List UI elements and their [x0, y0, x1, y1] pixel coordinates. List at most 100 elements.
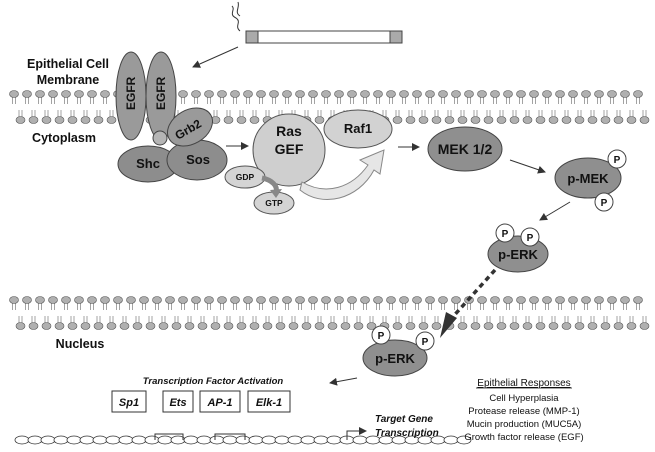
mek-label: MEK 1/2 [438, 141, 493, 157]
lipid-head [464, 90, 474, 98]
dna-segment [209, 435, 225, 445]
lipid-head [93, 322, 104, 330]
perk-cyto-phospho-1 [495, 223, 515, 243]
lipid-head [509, 116, 520, 124]
lipid-head [197, 322, 208, 330]
pmek-to-perk-arrow [539, 201, 571, 221]
lipid-head [347, 296, 357, 304]
membrane-label-line2: Membrane [37, 73, 100, 87]
dna-segment [183, 435, 199, 445]
lipid-head [74, 296, 84, 304]
tf-box [199, 390, 241, 413]
lipid-head [15, 116, 26, 124]
dna-segment [118, 435, 134, 445]
perk-nuc-phospho-1 [371, 325, 391, 345]
dna-segment [53, 435, 69, 445]
ras-gef-label-line2: GEF [275, 141, 304, 157]
stimulus-bar [231, 1, 403, 44]
lipid-head [613, 322, 624, 330]
dna-segment [92, 435, 108, 445]
response-item: Growth factor release (EGF) [464, 432, 583, 443]
lipid-head [451, 90, 461, 98]
lipid-head [490, 90, 500, 98]
lipid-head [366, 322, 377, 330]
tf-label: AP-1 [206, 397, 232, 409]
lipid-head [256, 90, 266, 98]
lipid-head [61, 90, 71, 98]
lipid-head [178, 296, 188, 304]
lipid-head [607, 90, 617, 98]
cytoplasm-label: Cytoplasm [32, 131, 96, 145]
lipid-head [496, 116, 507, 124]
dna-segment [105, 435, 121, 445]
lipid-head [620, 90, 630, 98]
pmek-phospho-2-label: P [601, 198, 608, 209]
lipid-head [600, 322, 611, 330]
lipid-head [152, 296, 162, 304]
lipid-head [249, 116, 260, 124]
dna-segment [79, 435, 95, 445]
lipid-head [438, 296, 448, 304]
dna-segment [443, 435, 459, 445]
lipid-head [158, 322, 169, 330]
nuclear-membrane [9, 296, 650, 330]
gdp-label: GDP [236, 172, 255, 182]
promoter-site-2 [214, 433, 246, 440]
egfr-left-label: EGFR [124, 76, 138, 110]
lipid-head [425, 296, 435, 304]
gdp-gtp-exchange-arrowhead [270, 189, 282, 198]
lipid-head [542, 90, 552, 98]
lipid-head [35, 90, 45, 98]
lipid-head [353, 322, 364, 330]
dna-segment [131, 435, 147, 445]
lipid-head [54, 322, 65, 330]
tf-box [247, 390, 291, 413]
lipid-head [594, 296, 604, 304]
lipid-head [483, 116, 494, 124]
lipid-head [28, 116, 39, 124]
gtp-label: GTP [265, 198, 283, 208]
lipid-head [113, 296, 123, 304]
perk-cyto-phospho-2 [520, 227, 540, 247]
lipid-head [204, 296, 214, 304]
lipid-head [451, 296, 461, 304]
lipid-head [438, 90, 448, 98]
lipid-head [334, 296, 344, 304]
lipid-head [425, 90, 435, 98]
lipid-head [431, 116, 442, 124]
tf-activation-title: Transcription Factor Activation [143, 376, 284, 387]
lipid-head [633, 90, 643, 98]
lipid-head [457, 322, 468, 330]
lipid-head [22, 90, 32, 98]
lipid-head [106, 116, 117, 124]
lipid-head [529, 296, 539, 304]
lipid-head [412, 296, 422, 304]
perk-translocation-arrowhead [440, 312, 457, 338]
lipid-head [48, 296, 58, 304]
lipid-head [555, 90, 565, 98]
lipid-head [191, 296, 201, 304]
tf-label: Ets [169, 397, 186, 409]
dna-segment [261, 435, 277, 445]
lipid-head [308, 296, 318, 304]
lipid-head [295, 90, 305, 98]
lipid-head [483, 322, 494, 330]
pmek-phospho-1-label: P [614, 155, 621, 166]
lipid-head [399, 90, 409, 98]
lipid-head [340, 322, 351, 330]
mek-protein [427, 126, 503, 172]
lipid-head [626, 322, 637, 330]
lipid-head [535, 322, 546, 330]
lipid-head [295, 296, 305, 304]
perk-nuc-phospho-2-label: P [422, 337, 429, 348]
lipid-head [626, 116, 637, 124]
lipid-head [470, 116, 481, 124]
lipid-head [126, 296, 136, 304]
lipid-head [386, 296, 396, 304]
lipid-head [594, 90, 604, 98]
egfr-right-label: EGFR [154, 76, 168, 110]
lipid-head [243, 296, 253, 304]
lipid-head [457, 116, 468, 124]
lipid-head [581, 90, 591, 98]
